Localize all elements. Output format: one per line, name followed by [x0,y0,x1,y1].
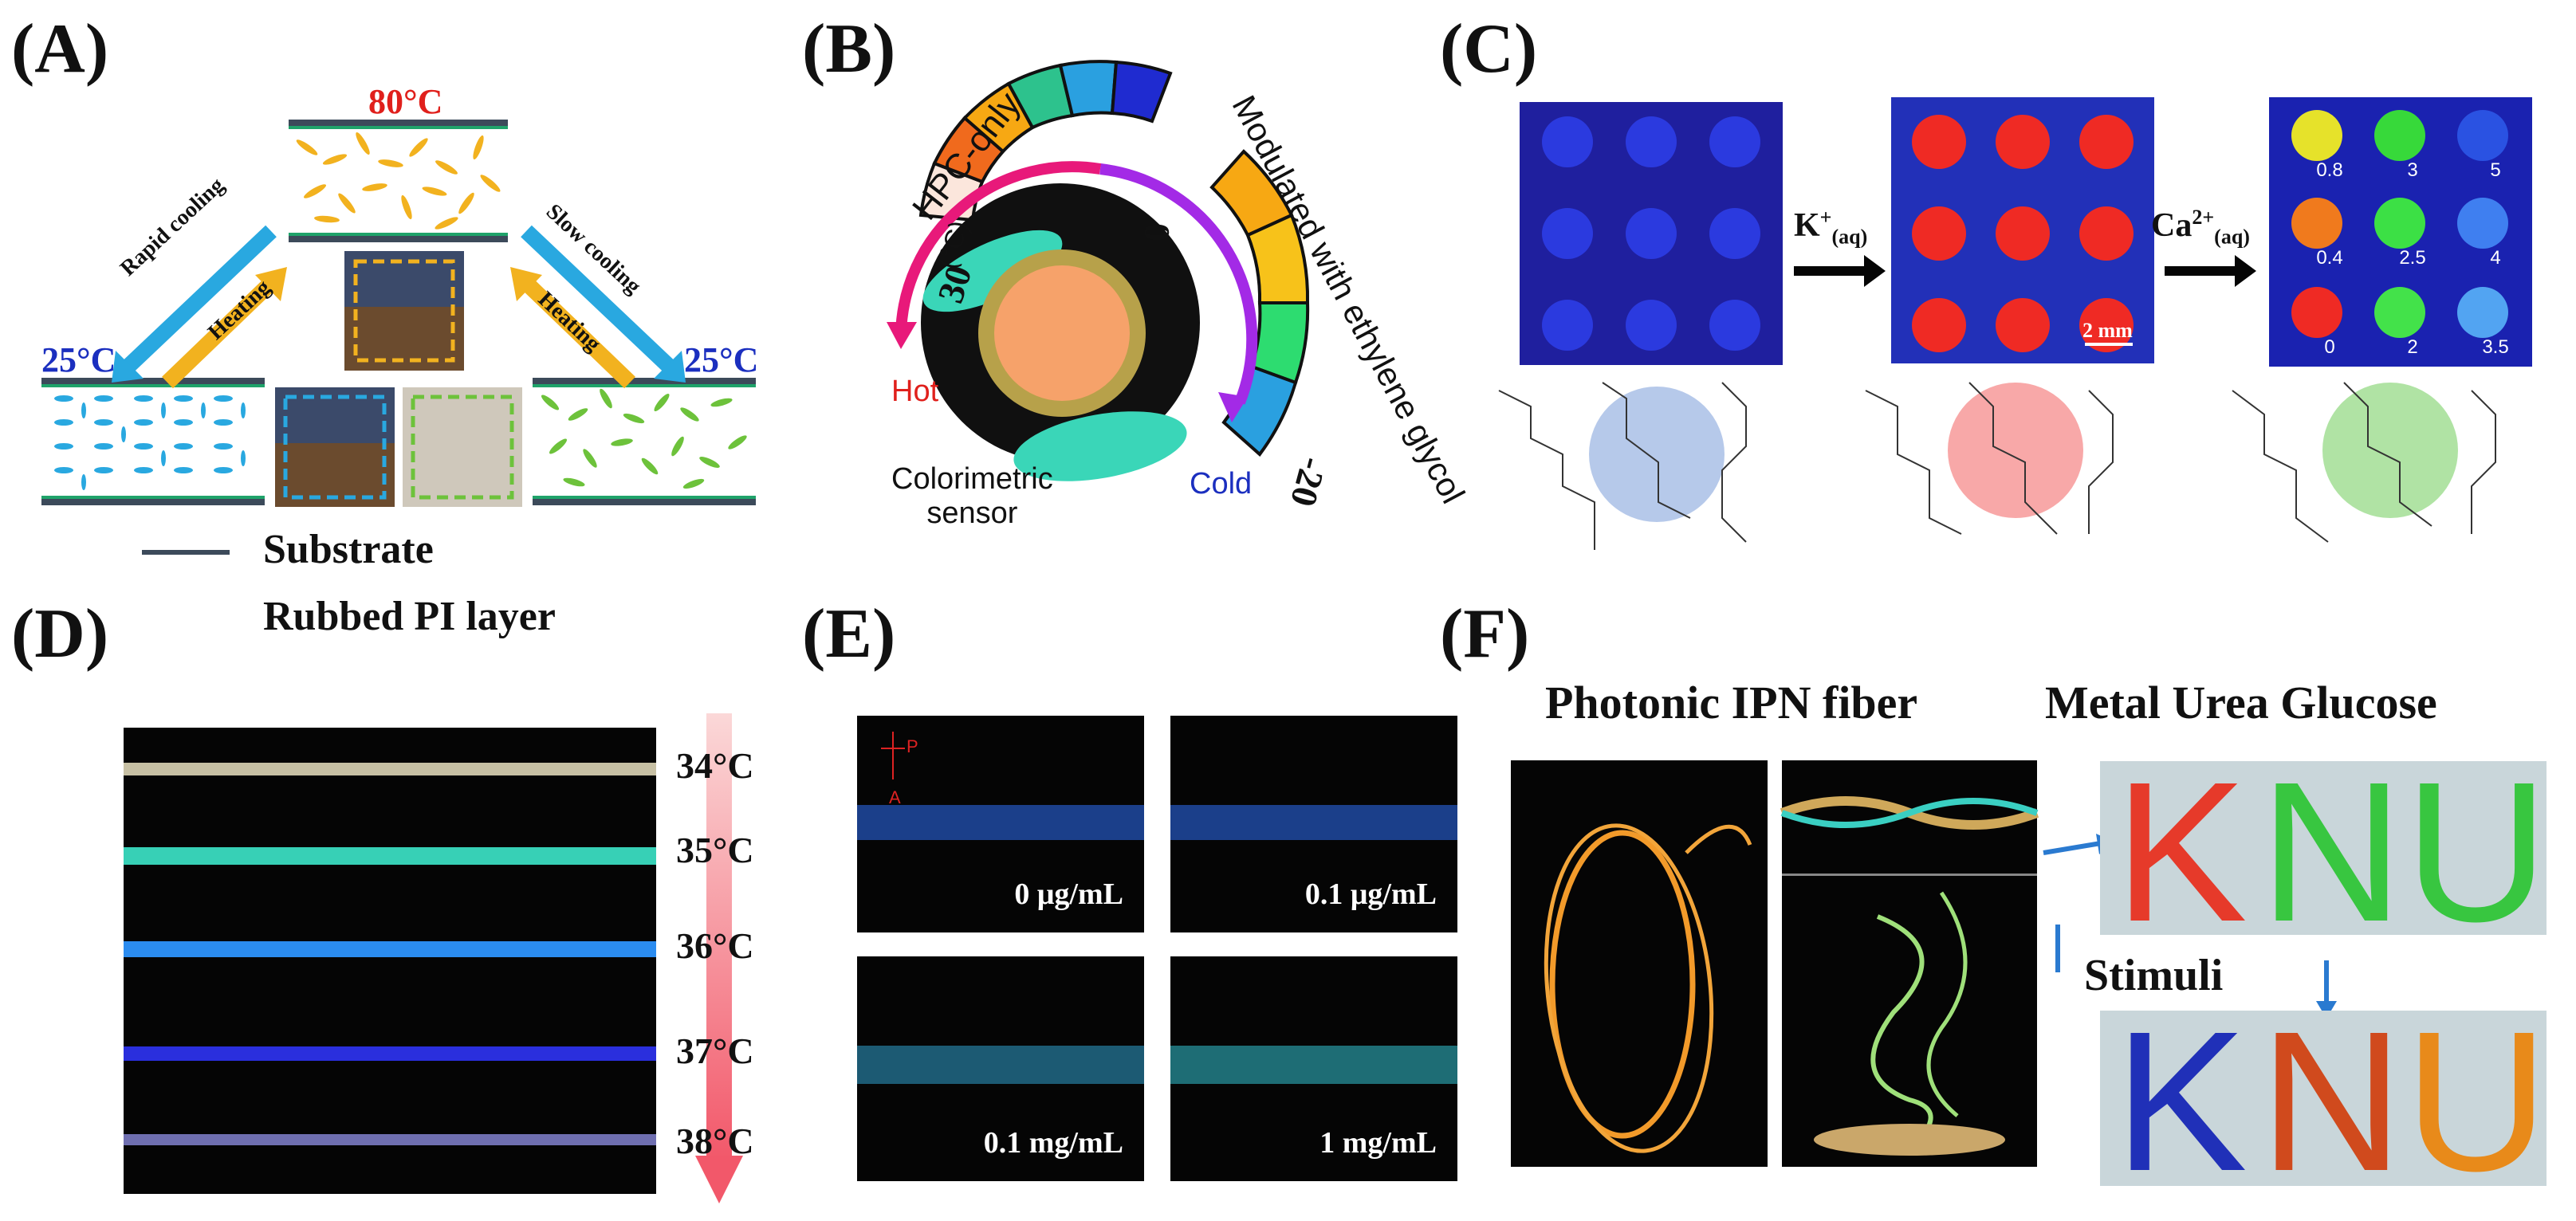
panel-c-diagram [1498,97,2532,550]
f-title-left: Photonic IPN fiber [1545,677,1918,728]
c-grid-values: 0.8 3 5 0.4 2.5 4 0 2 3.5 [2296,159,2551,422]
d-temp-36: 36°C [676,925,754,966]
f-stimuli: Stimuli [2084,951,2224,1000]
c-value: 2 [2407,336,2418,358]
e-image-4: 1 mg/mL [1170,956,1457,1181]
panel-label-b: (B) [802,10,896,88]
e-image-3: 0.1 mg/mL [857,956,1144,1181]
d-temp-37: 37°C [676,1031,754,1071]
temp-25-left: 25°C [41,340,116,379]
c-ca-symbol: Ca [2151,207,2193,244]
legend-pi-layer: Rubbed PI layer [263,594,556,639]
e-conc-4: 1 mg/mL [1319,1126,1437,1160]
temp-80: 80°C [368,82,443,121]
d-temp-35: 35°C [676,830,754,870]
f-letter-u-orange: U [2405,990,2549,1212]
b-sensor-line2: sensor [926,497,1018,530]
panel-label-e: (E) [802,595,896,673]
e-fiber [1170,1046,1457,1084]
d-fiber-photo [124,728,656,1194]
b-sensor-line1: Colorimetric [891,462,1053,496]
e-a-label: A [889,787,901,807]
temp-25-right: 25°C [684,340,759,379]
d-fiber-37 [124,1046,656,1061]
d-temp-38: 38°C [676,1121,754,1161]
c-k-ion: K+(aq) [1794,206,1867,249]
f-knu-after: K N U [2100,990,2549,1212]
legend-substrate: Substrate [263,527,434,572]
e-conc-3: 0.1 mg/mL [983,1126,1123,1160]
f-letter-k-red: K [2114,740,2248,963]
b-cold: Cold [1190,467,1253,501]
f-letter-n-green: N [2259,740,2404,963]
c-k-symbol: K [1794,207,1820,244]
e-conc-2: 0.1 μg/mL [1304,877,1437,911]
panel-label-c: (C) [1440,10,1538,88]
c-value: 0 [2324,336,2335,358]
c-value: 3.5 [2482,336,2509,358]
aligned-molecules [54,395,246,490]
c-scale-bar: 2 mm [2082,319,2133,342]
panel-a-diagram [41,120,756,555]
f-down-arrow-shaft [2324,960,2329,1005]
e-p-label: P [907,736,918,756]
b-zero: 0 [1137,223,1178,241]
e-image-2: 0.1 μg/mL [1170,716,1457,932]
d-temp-34: 34°C [676,745,754,786]
f-letter-u-green: U [2405,740,2549,963]
e-image-1: P A 0 μg/mL [857,716,1144,932]
d-fiber-38 [124,1134,656,1145]
d-fiber-36 [124,941,656,957]
c-ca-sub: (aq) [2214,225,2250,249]
panel-label-d: (D) [11,595,109,673]
f-letter-k-blue: K [2114,990,2248,1212]
c-k-sub: (aq) [1831,225,1868,249]
panel-label-a: (A) [11,10,109,88]
c-value: 4 [2490,247,2501,269]
b-sensor-label: Colorimetric sensor [891,462,1053,531]
c-value: 5 [2490,159,2501,181]
c-k-sup: + [1819,206,1832,229]
d-fiber-35 [124,847,656,865]
e-fiber [1170,805,1457,840]
e-conc-1: 0 μg/mL [1014,877,1123,911]
c-value: 3 [2407,159,2418,181]
c-value: 0.8 [2316,159,2343,181]
c-value: 0.4 [2316,247,2343,269]
c-ca-ion: Ca2+(aq) [2151,206,2250,249]
f-fiber-photos [1511,760,2114,1167]
isotropic-molecules [296,132,501,230]
d-fiber-34 [124,763,656,775]
e-fiber [857,1046,1144,1084]
panel-b-diagram [887,60,1310,481]
f-title-right: Metal Urea Glucose [2045,677,2437,728]
c-value: 2.5 [2399,247,2426,269]
twisted-molecules [541,388,747,489]
f-knu-before: K N U [2100,740,2549,963]
d-gradient-arrow [695,713,743,1203]
f-letter-n-orange: N [2259,990,2404,1212]
e-fiber [857,805,1144,840]
b-hot: Hot [891,375,939,408]
c-ca-sup: 2+ [2192,206,2215,229]
e-a-axis [892,732,894,779]
panel-label-f: (F) [1440,595,1530,673]
